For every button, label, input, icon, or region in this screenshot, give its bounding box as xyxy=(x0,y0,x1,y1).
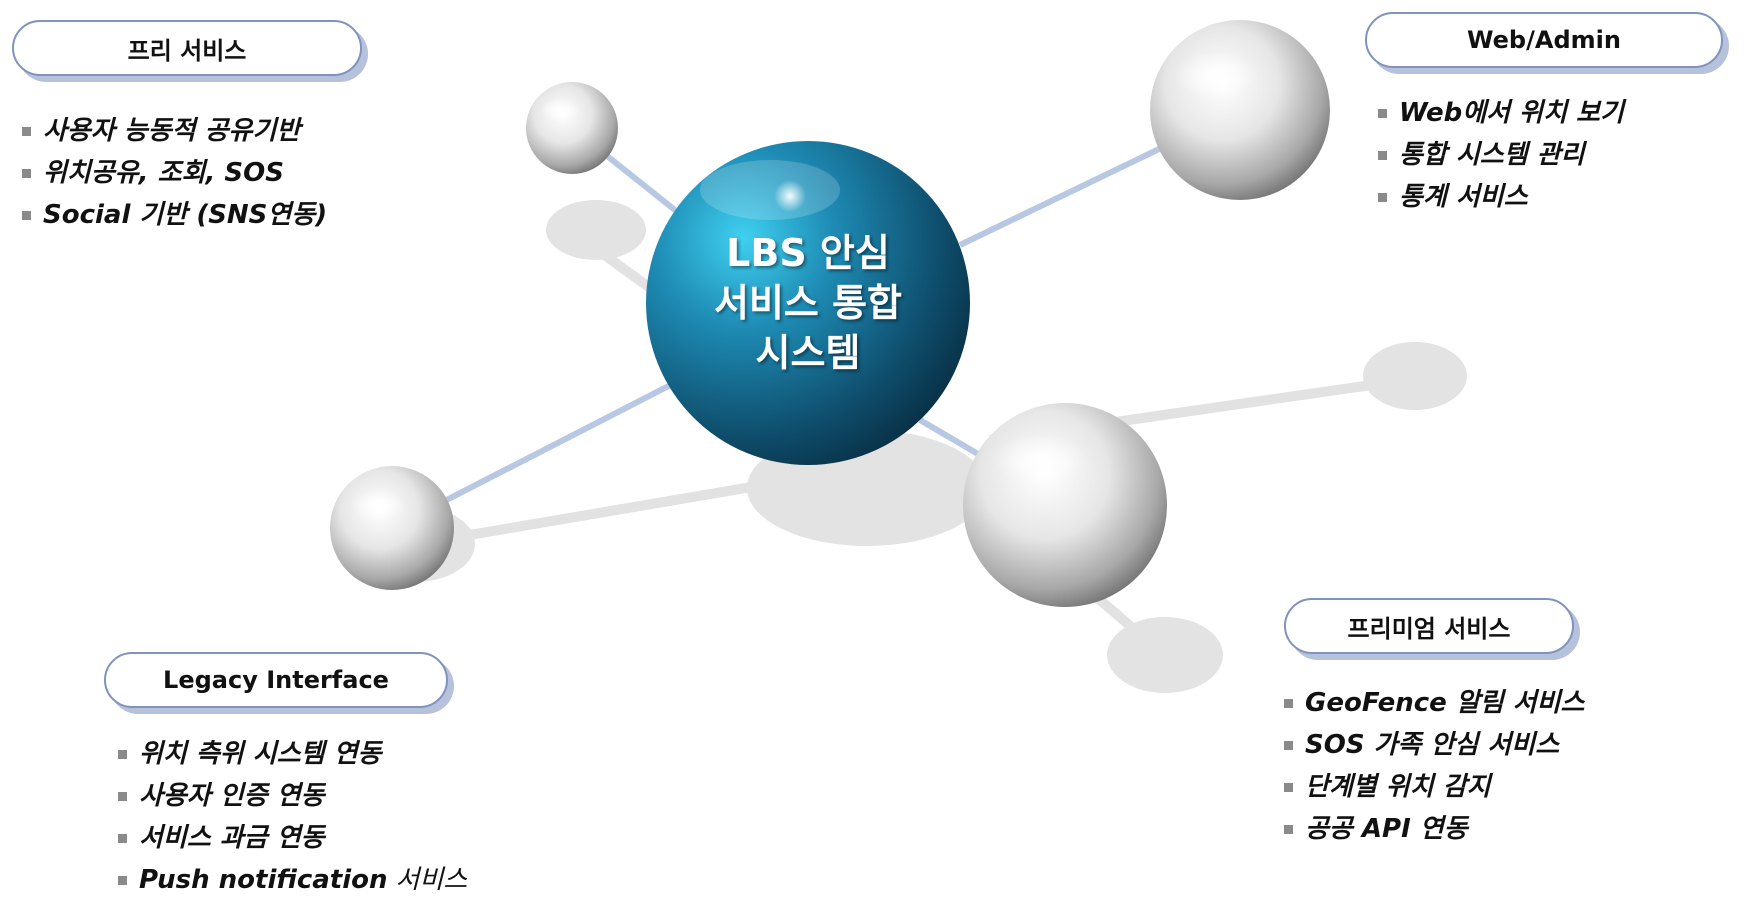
legacy-interface-list: 위치 측위 시스템 연동 사용자 인증 연동 서비스 과금 연동 Push no… xyxy=(118,733,467,901)
bullet-icon xyxy=(22,126,31,136)
list-item: 위치공유, 조회, SOS xyxy=(22,152,327,194)
list-item: 사용자 인증 연동 xyxy=(118,775,467,817)
bullet-icon xyxy=(1284,824,1293,834)
small-shadow-ellipse xyxy=(546,200,646,260)
list-item-suffix: 서비스 xyxy=(395,865,468,895)
web-admin-list: Web에서 위치 보기 통합 시스템 관리 통계 서비스 xyxy=(1378,92,1624,218)
bullet-icon xyxy=(118,791,127,801)
bullet-icon xyxy=(22,168,31,178)
legacy-interface-title: Legacy Interface xyxy=(163,666,389,694)
legacy-interface-label: Legacy Interface xyxy=(104,652,448,708)
premium-service-list: GeoFence 알림 서비스 SOS 가족 안심 서비스 단계별 위치 감지 … xyxy=(1284,682,1584,850)
free-service-list: 사용자 능동적 공유기반 위치공유, 조회, SOS Social 기반 (SN… xyxy=(22,110,327,236)
list-item: SOS 가족 안심 서비스 xyxy=(1284,724,1584,766)
list-item: 위치 측위 시스템 연동 xyxy=(118,733,467,775)
web-admin-label: Web/Admin xyxy=(1365,12,1723,68)
list-item: 통계 서비스 xyxy=(1378,176,1624,218)
center-title-line-2: 서비스 통합 xyxy=(713,281,903,325)
bullet-icon xyxy=(22,210,31,220)
bullet-icon xyxy=(1284,698,1293,708)
sphere-premium xyxy=(963,403,1167,607)
bullet-icon xyxy=(1378,192,1387,202)
premium-service-label: 프리미엄 서비스 xyxy=(1284,598,1574,654)
list-item: 서비스 과금 연동 xyxy=(118,817,467,859)
list-item: 공공 API 연동 xyxy=(1284,808,1584,850)
center-title-line-3: 시스템 xyxy=(755,331,861,375)
list-item: GeoFence 알림 서비스 xyxy=(1284,682,1584,724)
center-title-line-1: LBS 안심 xyxy=(726,231,890,275)
sphere-web-admin xyxy=(1150,20,1330,200)
list-item: 사용자 능동적 공유기반 xyxy=(22,110,327,152)
bullet-icon xyxy=(118,875,127,885)
list-item: Social 기반 (SNS연동) xyxy=(22,194,327,236)
bottom-shadow-ellipse xyxy=(1107,617,1223,693)
bullet-icon xyxy=(1378,108,1387,118)
premium-service-title: 프리미엄 서비스 xyxy=(1347,614,1511,643)
list-item: 단계별 위치 감지 xyxy=(1284,766,1584,808)
free-service-title: 프리 서비스 xyxy=(127,36,247,65)
bullet-icon xyxy=(1284,740,1293,750)
sphere-legacy xyxy=(330,466,454,590)
bullet-icon xyxy=(118,833,127,843)
right-shadow-ellipse xyxy=(1363,342,1467,410)
center-title: LBS 안심 서비스 통합 시스템 xyxy=(668,228,948,378)
list-item: 통합 시스템 관리 xyxy=(1378,134,1624,176)
free-service-label: 프리 서비스 xyxy=(12,20,362,76)
list-item: Web에서 위치 보기 xyxy=(1378,92,1624,134)
bullet-icon xyxy=(118,749,127,759)
sphere-center xyxy=(646,141,970,465)
bullet-icon xyxy=(1378,150,1387,160)
bullet-icon xyxy=(1284,782,1293,792)
sphere-small xyxy=(526,82,618,174)
web-admin-title: Web/Admin xyxy=(1467,26,1621,54)
